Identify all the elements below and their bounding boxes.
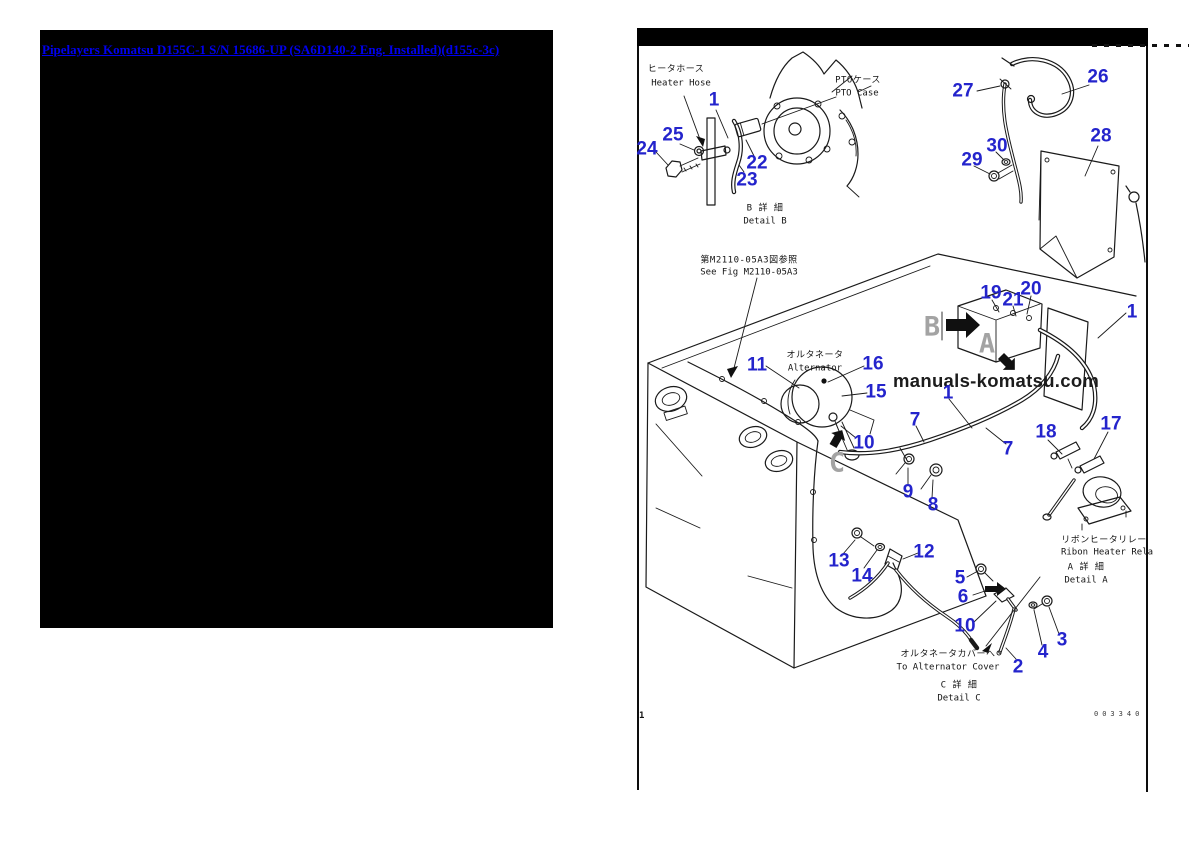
- callout-26: 26: [1087, 66, 1109, 88]
- top-right-drawing: [973, 56, 1146, 279]
- callout-8: 8: [927, 494, 939, 516]
- view-b-arrow-icon: [941, 311, 980, 341]
- callout-7: 7: [1002, 438, 1014, 460]
- diagram-label: Alternator: [787, 363, 843, 374]
- callout-4: 4: [1037, 641, 1049, 663]
- detail-c-drawing: [966, 563, 1060, 660]
- diagram-label: To Alternator Cover: [896, 662, 1000, 673]
- callout-7: 7: [909, 409, 921, 431]
- detail-a-drawing: [1042, 431, 1132, 531]
- diagram-label: C 詳 細: [940, 680, 978, 691]
- callout-24: 24: [636, 138, 658, 160]
- callout-28: 28: [1090, 125, 1112, 147]
- callout-9: 9: [902, 481, 914, 503]
- callout-5: 5: [954, 567, 966, 589]
- callout-11: 11: [746, 354, 768, 376]
- detail-letter-A: A: [978, 328, 996, 360]
- scan-tick-marks: [1092, 44, 1189, 47]
- callout-23: 23: [736, 169, 758, 191]
- callout-2: 2: [1012, 656, 1024, 678]
- callout-10: 10: [954, 615, 976, 637]
- detail-b-drawing: [655, 51, 872, 206]
- callout-3: 3: [1056, 629, 1068, 651]
- diagram-right-border: [1146, 46, 1148, 792]
- callout-1: 1: [942, 382, 954, 404]
- callout-22: 22: [746, 152, 768, 174]
- callout-10: 10: [853, 432, 875, 454]
- diagram-label: A 詳 細: [1067, 562, 1105, 573]
- callout-1: 1: [708, 89, 720, 111]
- diagram-label: リボンヒータリレー: [1061, 535, 1147, 546]
- diagram-top-bar: [637, 28, 1148, 46]
- diagram-label: Detail C: [937, 693, 981, 704]
- callout-16: 16: [862, 353, 884, 375]
- diagram-label: ヒータホース: [647, 64, 705, 75]
- view-a-arrow-icon: [997, 352, 1015, 370]
- diagram-label: オルタネータ: [786, 350, 844, 361]
- diagram-left-border: [637, 46, 639, 790]
- left-viewer-panel: Pipelayers Komatsu D155C-1 S/N 15686-UP …: [40, 30, 553, 628]
- watermark: manuals-komatsu.com: [893, 370, 1100, 391]
- callout-6: 6: [957, 586, 969, 608]
- callout-18: 18: [1035, 421, 1057, 443]
- callout-14: 14: [851, 565, 873, 587]
- sheet-doc-code: 003340: [1094, 710, 1144, 718]
- detail-letter-C: C: [828, 447, 846, 479]
- diagram-label: オルタネータカバーへ: [900, 649, 996, 660]
- callout-12: 12: [913, 541, 935, 563]
- detail-c-direction-arrow-icon: [985, 582, 1006, 596]
- callout-29: 29: [961, 149, 983, 171]
- callout-13: 13: [828, 550, 850, 572]
- callout-21: 21: [1002, 289, 1024, 311]
- callout-27: 27: [952, 80, 974, 102]
- detail-letter-B: B: [923, 311, 941, 343]
- diagram-label: PTO Case: [835, 88, 879, 99]
- diagram-label: Detail A: [1064, 575, 1108, 586]
- view-c-arrow-icon: [829, 430, 846, 449]
- sheet-page-number: 1: [639, 711, 645, 721]
- callout-15: 15: [865, 381, 887, 403]
- diagram-label: Detail B: [743, 216, 787, 227]
- callout-1: 1: [1126, 301, 1138, 323]
- callout-20: 20: [1020, 278, 1042, 300]
- diagram-label: Heater Hose: [651, 78, 711, 89]
- diagram-label: 第M2110-05A3図参照: [700, 255, 798, 266]
- callout-19: 19: [980, 282, 1002, 304]
- diagram-label: PTOケース: [835, 75, 881, 86]
- mid-fasteners-drawing: [842, 453, 980, 651]
- main-assembly-drawing: [645, 253, 1137, 669]
- diagram-label: Ribon Heater Rela: [1060, 547, 1154, 558]
- callout-17: 17: [1100, 413, 1122, 435]
- diagram-label: B 詳 細: [746, 203, 784, 214]
- parts-catalog-title-link[interactable]: Pipelayers Komatsu D155C-1 S/N 15686-UP …: [42, 42, 500, 57]
- callout-30: 30: [986, 135, 1008, 157]
- diagram-label: See Fig M2110-05A3: [700, 267, 798, 278]
- callout-25: 25: [662, 124, 684, 146]
